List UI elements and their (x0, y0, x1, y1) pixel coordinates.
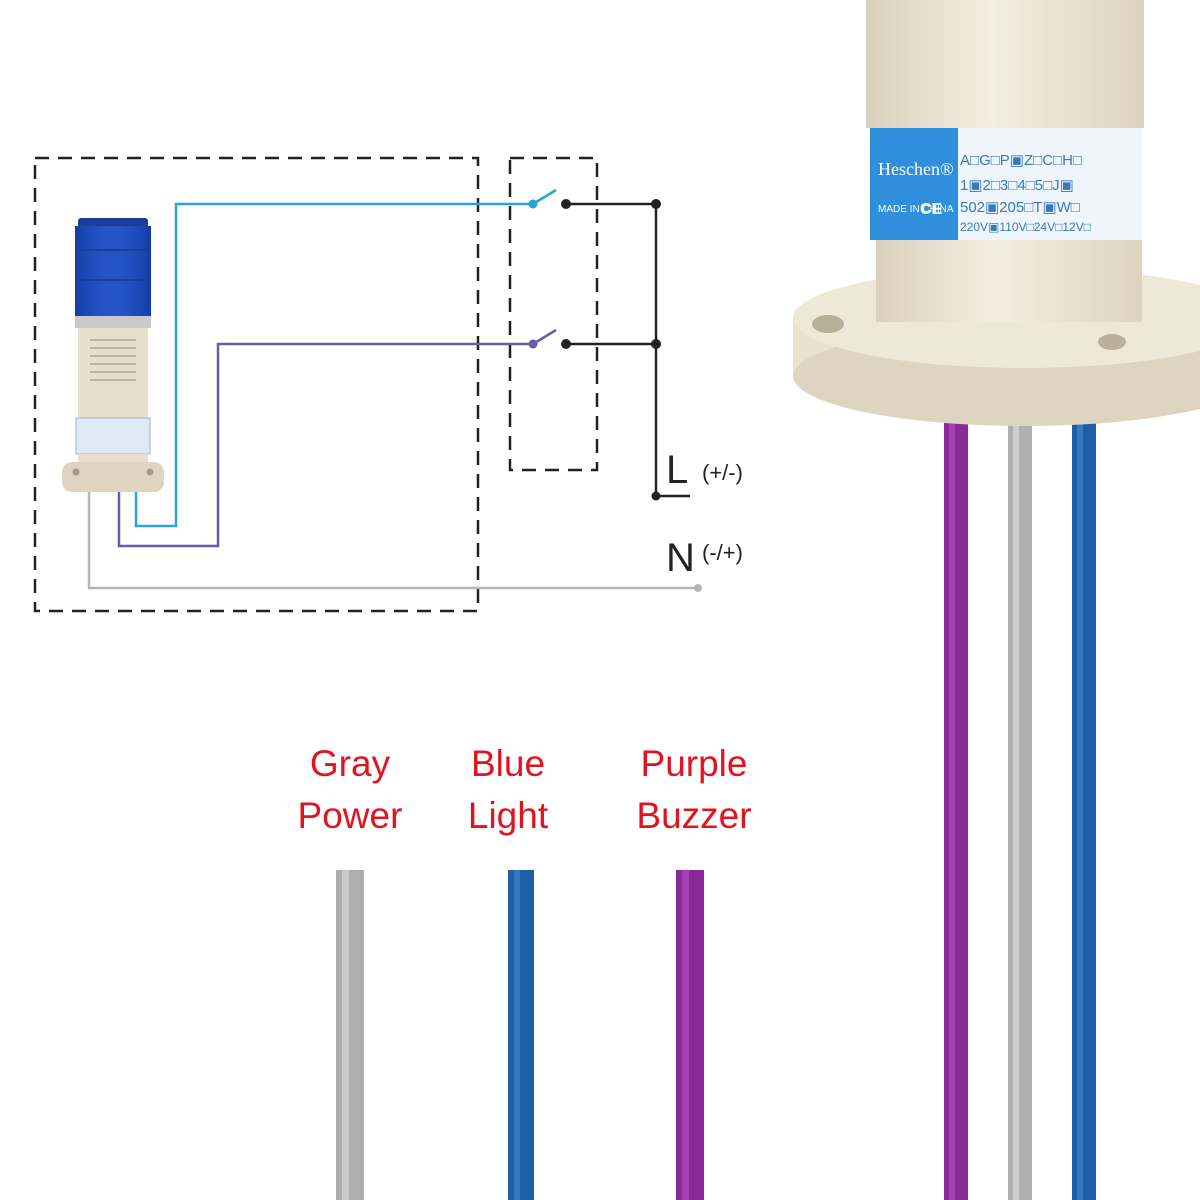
line-terminal (651, 491, 661, 501)
neutral-polarity: (-/+) (702, 540, 743, 565)
neutral-label: N (666, 536, 695, 580)
label-origin-text: MADE IN CHINA (878, 204, 954, 215)
legend-blue-label: Blue Light (428, 738, 588, 842)
label-ce-mark: CE (920, 201, 943, 218)
legend-function: Light (467, 795, 549, 836)
legend-purple-label: Purple Buzzer (612, 738, 776, 842)
legend-color-word: Purple (640, 743, 748, 784)
label-option-row: 1▣2□3□4□5□J▣ (960, 177, 1074, 194)
line-bus (566, 202, 690, 498)
line-polarity: (+/-) (702, 460, 743, 485)
photo-purple-wire (944, 410, 968, 1200)
label-brand-text: Heschen® (878, 159, 954, 179)
schematic-light-wire (134, 202, 530, 528)
photo-gray-wire (1008, 410, 1032, 1200)
legend-color-word: Blue (470, 743, 546, 784)
device-enclosure (33, 156, 480, 613)
neutral-terminal (694, 584, 702, 592)
line-label: L (666, 448, 689, 492)
label-option-row: 502▣205□T▣W□ (960, 199, 1080, 216)
label-option-row: 220V▣110V□24V□12V□ (960, 220, 1091, 234)
legend-function: Buzzer (636, 795, 752, 836)
legend-function: Power (297, 795, 403, 836)
switch-enclosure (508, 156, 599, 472)
tower-light-photo: Heschen® MADE IN CHINA CE A□G□P▣Z□C□H□ 1… (793, 0, 1200, 1200)
legend-gray-label: Gray Power (270, 738, 430, 842)
schematic-buzzer-wire (117, 342, 530, 548)
legend-blue-wire (508, 870, 534, 1200)
buzzer-switch (532, 328, 557, 346)
photo-blue-wire (1072, 410, 1096, 1200)
tower-light-icon (62, 218, 164, 492)
legend-color-word: Gray (309, 743, 391, 784)
legend-purple-wire (676, 870, 704, 1200)
schematic-gray-wire (87, 492, 697, 590)
light-switch (532, 188, 557, 206)
legend-gray-wire (336, 870, 364, 1200)
label-option-row: A□G□P▣Z□C□H□ (960, 152, 1082, 169)
